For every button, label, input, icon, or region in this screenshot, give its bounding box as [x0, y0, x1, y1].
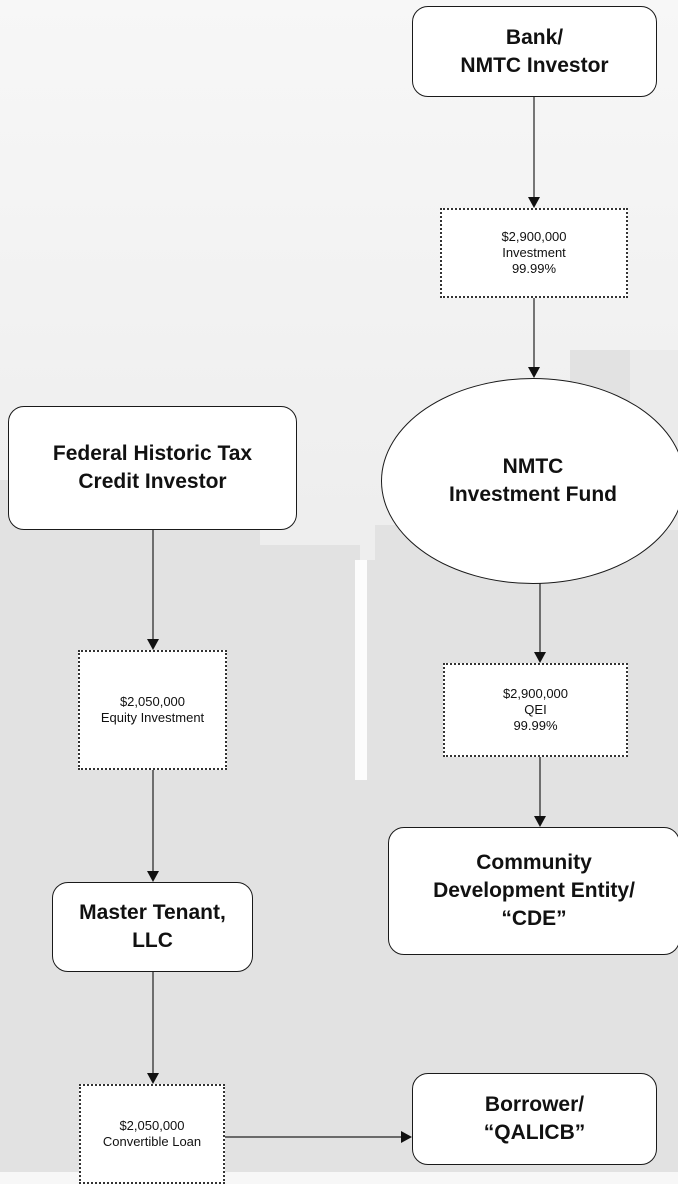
bank-investment-note: $2,900,000 Investment 99.99% — [440, 208, 628, 298]
nmtc-investment-fund-ellipse: NMTC Investment Fund — [381, 378, 678, 584]
cde-line1: Community — [476, 851, 592, 874]
bank-investment-percent: 99.99% — [511, 261, 557, 276]
equity-investment-amount: $2,050,000 — [119, 694, 186, 709]
bank-line2: NMTC Investor — [460, 53, 609, 77]
qei-amount: $2,900,000 — [502, 686, 569, 701]
fhtc-line2: Credit Investor — [78, 470, 227, 493]
borrower-qalicb-box: Borrower/ “QALICB” — [412, 1073, 657, 1165]
bank-nmtc-investor-box: Bank/ NMTC Investor — [412, 6, 657, 97]
master-tenant-line2: LLC — [132, 929, 173, 952]
convertible-loan-label: Convertible Loan — [102, 1134, 202, 1149]
borrower-line1: Borrower/ — [484, 1093, 585, 1116]
fund-line1: NMTC — [502, 455, 564, 478]
bank-investment-amount: $2,900,000 — [501, 229, 567, 244]
arrowhead-fund — [528, 367, 540, 378]
master-tenant-line1: Master Tenant, — [79, 901, 226, 924]
borrower-line2: “QALICB” — [483, 1121, 586, 1144]
cde-line2: Development Entity/ — [433, 879, 635, 902]
federal-historic-tax-credit-investor-box: Federal Historic Tax Credit Investor — [8, 406, 297, 530]
bank-line1: Bank/ — [505, 25, 564, 49]
convertible-loan-note: $2,050,000 Convertible Loan — [79, 1084, 225, 1184]
qei-note: $2,900,000 QEI 99.99% — [443, 663, 628, 757]
fhtc-line1: Federal Historic Tax — [52, 442, 253, 465]
arrowhead-qei — [534, 652, 546, 663]
arrowhead-loan — [147, 1073, 159, 1084]
qei-label: QEI — [524, 702, 547, 717]
fund-line2: Investment Fund — [448, 483, 617, 506]
cde-box: Community Development Entity/ “CDE” — [388, 827, 678, 955]
master-tenant-box: Master Tenant, LLC — [52, 882, 253, 972]
bank-investment-label: Investment — [502, 245, 566, 260]
arrowhead-equity — [147, 639, 159, 650]
equity-investment-note: $2,050,000 Equity Investment — [78, 650, 227, 770]
arrowhead-cde — [534, 816, 546, 827]
arrowhead-tenant — [147, 871, 159, 882]
qei-percent: 99.99% — [513, 718, 558, 733]
arrowhead-investment — [528, 197, 540, 208]
cde-line3: “CDE” — [501, 907, 567, 930]
equity-investment-label: Equity Investment — [100, 710, 205, 725]
arrowhead-borrower — [401, 1131, 412, 1143]
convertible-loan-amount: $2,050,000 — [119, 1118, 185, 1133]
